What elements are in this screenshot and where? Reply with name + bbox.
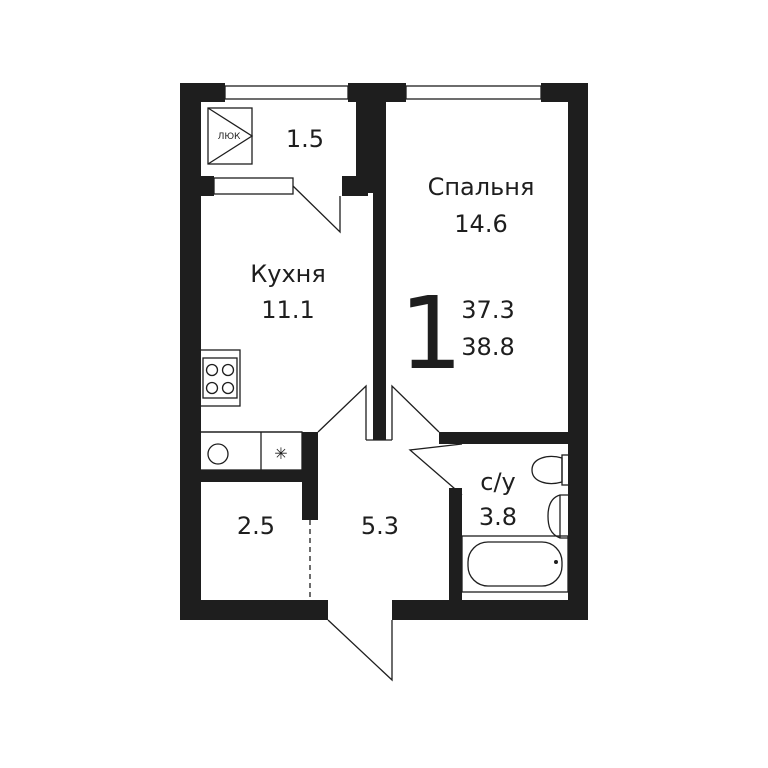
rooms-count: 1 <box>399 275 463 392</box>
bathtub <box>461 535 569 593</box>
vent-mark: ✳ <box>274 444 287 463</box>
washbasin <box>547 494 568 539</box>
total-area: 38.8 <box>461 333 514 361</box>
room-bathroom-name: с/у <box>480 468 515 496</box>
windows <box>224 85 542 100</box>
door-kitchen <box>317 384 367 433</box>
door-entrance <box>327 619 393 682</box>
room-kitchen-name: Кухня <box>250 260 326 288</box>
hatch-box: ЛЮК <box>207 107 254 165</box>
sink <box>207 443 229 465</box>
toilet <box>531 454 571 486</box>
labels: 1.5 Спальня 14.6 Кухня 11.1 1 37.3 38.8 … <box>237 125 534 540</box>
room-closet-area: 1.5 <box>286 125 324 153</box>
hatch-label: ЛЮК <box>218 132 241 142</box>
exterior-walls <box>180 83 588 620</box>
door-closet <box>292 185 341 234</box>
room-bedroom-area: 14.6 <box>454 210 507 238</box>
room-hallway-area: 5.3 <box>361 512 399 540</box>
window-storage <box>224 85 349 100</box>
kitchen-counter: ✳ <box>199 431 303 471</box>
room-bathroom-area: 3.8 <box>479 503 517 531</box>
stove <box>199 349 241 407</box>
door-bathroom <box>408 443 463 496</box>
room-kitchen-area: 11.1 <box>261 296 314 324</box>
living-area: 37.3 <box>461 296 514 324</box>
window-bedroom <box>405 85 542 100</box>
fixtures: ЛЮК ✳ <box>199 107 571 593</box>
door-bedroom <box>391 384 440 433</box>
room-bedroom-name: Спальня <box>428 173 535 201</box>
room-storage-area: 2.5 <box>237 512 275 540</box>
doors <box>292 185 463 682</box>
interior-walls <box>200 83 588 600</box>
